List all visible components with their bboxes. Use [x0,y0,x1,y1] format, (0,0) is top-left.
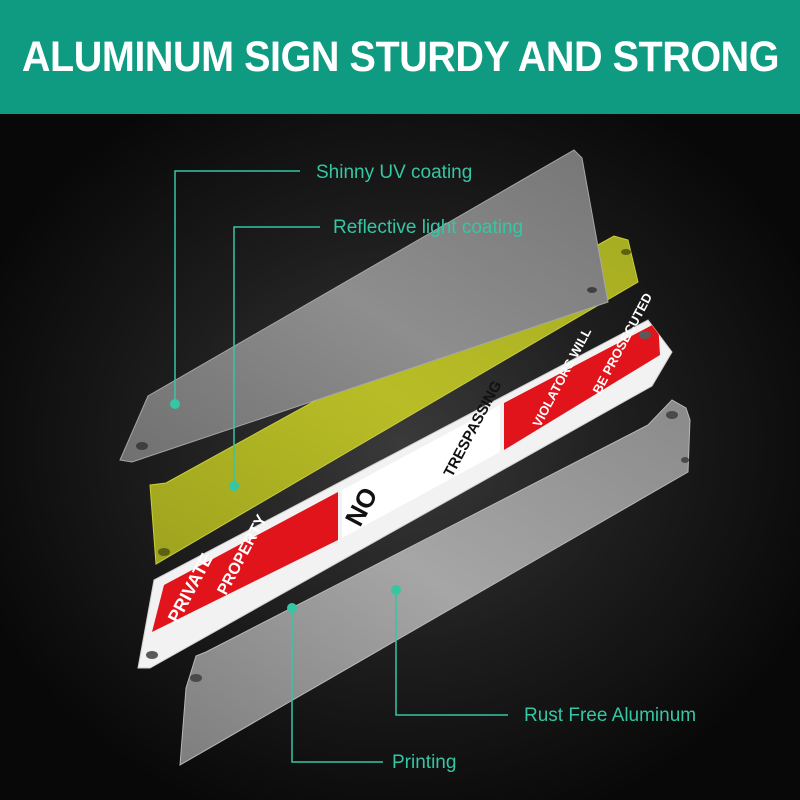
aluminum-callout-line [395,590,508,716]
uv-callout-line [174,170,300,404]
callout-dots [170,399,401,613]
layer-diagram: PRIVATE PROPERTY NO TRESPASSING VIOLATOR… [0,114,800,800]
printing-callout-line [291,608,383,763]
uv-coating-layer [119,149,609,463]
layers-illustration: PRIVATE PROPERTY NO TRESPASSING VIOLATOR… [119,149,691,766]
aluminum-label: Rust Free Aluminum [524,705,697,726]
uv-coating-label: Shinny UV coating [316,162,473,183]
callout-lines [174,170,508,763]
printing-layer: PRIVATE PROPERTY NO TRESPASSING VIOLATOR… [137,291,673,669]
banner-title: ALUMINUM SIGN STURDY AND STRONG [21,32,779,81]
title-banner: ALUMINUM SIGN STURDY AND STRONG [0,0,800,114]
reflective-coating-label: Reflective light coating [333,217,524,238]
reflective-callout-line [233,226,320,486]
printing-label: Printing [392,752,457,773]
aluminum-layer [179,399,691,766]
